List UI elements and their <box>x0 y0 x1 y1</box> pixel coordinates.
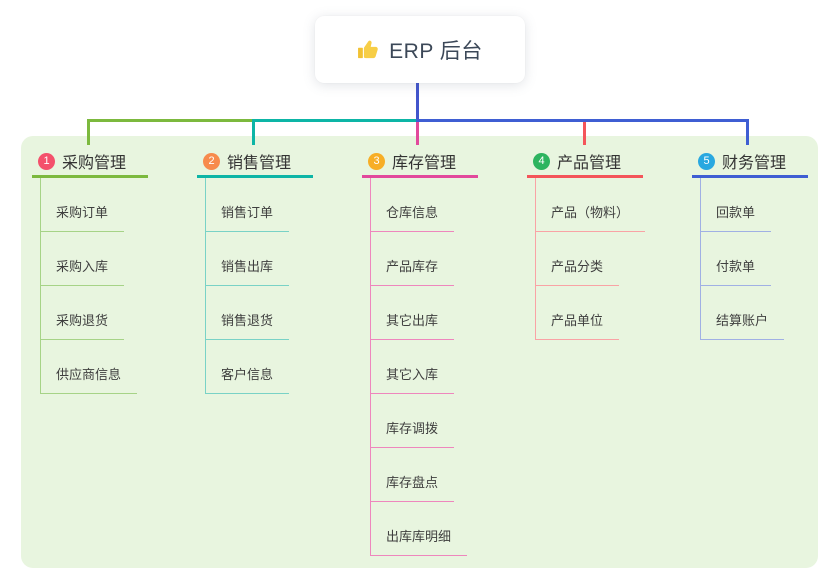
branch-drop-line-4 <box>583 119 586 145</box>
root-node-label: ERP 后台 <box>389 39 483 63</box>
leaf-node[interactable]: 仓库信息 <box>371 178 455 232</box>
leaf-node[interactable]: 采购订单 <box>41 178 125 232</box>
leaf-node[interactable]: 其它出库 <box>371 286 455 340</box>
branch-label: 采购管理 <box>62 155 127 172</box>
branch-label: 财务管理 <box>722 155 787 172</box>
branch-inventory: 3 库存管理 仓库信息 产品库存 其它出库 其它入库 库存调拨 库存盘点 出库库… <box>362 147 478 556</box>
branch-label: 库存管理 <box>392 155 457 172</box>
branch-drop-line-1 <box>87 119 90 145</box>
connector-bus-right <box>416 119 749 122</box>
branch-drop-line-3 <box>416 119 419 145</box>
branch-header-finance[interactable]: 5 财务管理 <box>692 147 808 178</box>
branch-header-purchase[interactable]: 1 采购管理 <box>32 147 148 178</box>
leaf-node[interactable]: 产品库存 <box>371 232 455 286</box>
branch-number-badge: 2 <box>203 152 220 170</box>
leaf-node[interactable]: 采购入库 <box>41 232 125 286</box>
leaf-node[interactable]: 库存盘点 <box>371 448 455 502</box>
leaf-node[interactable]: 产品单位 <box>536 286 620 340</box>
root-connector-line <box>416 82 419 120</box>
leaf-node[interactable]: 采购退货 <box>41 286 125 340</box>
branch-label: 产品管理 <box>557 155 622 172</box>
connector-bus-left <box>87 119 255 122</box>
branch-number-badge: 5 <box>698 152 715 170</box>
leaf-node[interactable]: 结算账户 <box>701 286 785 340</box>
leaf-node[interactable]: 出库库明细 <box>371 502 468 556</box>
mindmap-canvas-panel <box>21 136 818 568</box>
branch-children-list: 产品（物料） 产品分类 产品单位 <box>535 178 646 340</box>
branch-header-sales[interactable]: 2 销售管理 <box>197 147 313 178</box>
branch-product: 4 产品管理 产品（物料） 产品分类 产品单位 <box>527 147 646 340</box>
leaf-node[interactable]: 产品（物料） <box>536 178 646 232</box>
leaf-node[interactable]: 库存调拨 <box>371 394 455 448</box>
branch-purchase: 1 采购管理 采购订单 采购入库 采购退货 供应商信息 <box>32 147 148 394</box>
branch-number-badge: 1 <box>38 152 55 170</box>
thumbs-up-icon <box>357 38 380 61</box>
leaf-node[interactable]: 销售出库 <box>206 232 290 286</box>
branch-drop-line-2 <box>252 119 255 145</box>
root-node-erp[interactable]: ERP 后台 <box>315 16 525 83</box>
branch-number-badge: 4 <box>533 152 550 170</box>
branch-label: 销售管理 <box>227 155 292 172</box>
branch-finance: 5 财务管理 回款单 付款单 结算账户 <box>692 147 808 340</box>
branch-children-list: 回款单 付款单 结算账户 <box>700 178 808 340</box>
branch-children-list: 仓库信息 产品库存 其它出库 其它入库 库存调拨 库存盘点 出库库明细 <box>370 178 478 556</box>
leaf-node[interactable]: 供应商信息 <box>41 340 138 394</box>
connector-bus-middle <box>252 119 419 122</box>
branch-header-product[interactable]: 4 产品管理 <box>527 147 643 178</box>
branch-children-list: 采购订单 采购入库 采购退货 供应商信息 <box>40 178 148 394</box>
branch-drop-line-5 <box>746 119 749 145</box>
leaf-node[interactable]: 付款单 <box>701 232 772 286</box>
leaf-node[interactable]: 客户信息 <box>206 340 290 394</box>
branch-sales: 2 销售管理 销售订单 销售出库 销售退货 客户信息 <box>197 147 313 394</box>
leaf-node[interactable]: 销售退货 <box>206 286 290 340</box>
leaf-node[interactable]: 销售订单 <box>206 178 290 232</box>
leaf-node[interactable]: 回款单 <box>701 178 772 232</box>
branch-children-list: 销售订单 销售出库 销售退货 客户信息 <box>205 178 313 394</box>
branch-header-inventory[interactable]: 3 库存管理 <box>362 147 478 178</box>
leaf-node[interactable]: 其它入库 <box>371 340 455 394</box>
branch-number-badge: 3 <box>368 152 385 170</box>
leaf-node[interactable]: 产品分类 <box>536 232 620 286</box>
